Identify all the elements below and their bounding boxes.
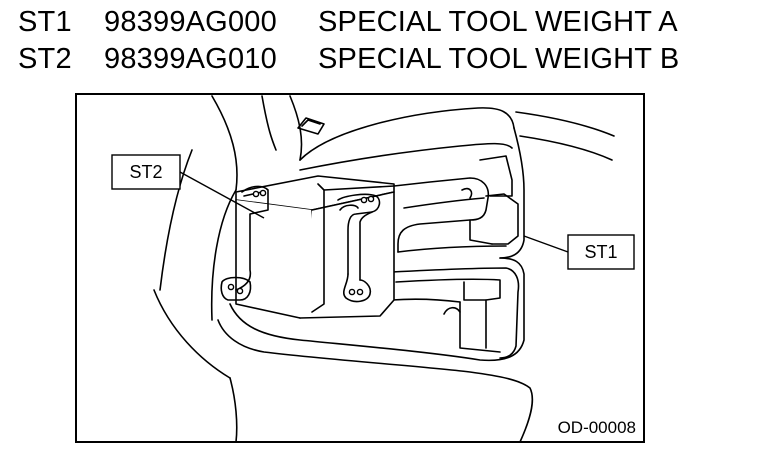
seat-back-contour [519,135,613,161]
weight-b-left-handle [235,185,269,291]
seat-edge-line [211,95,238,191]
legend-row-st2: ST2 98399AG010 SPECIAL TOOL WEIGHT B [18,41,679,78]
upper-compartment [403,197,485,209]
weight-b-foot [220,276,252,301]
seat-edge-line [229,377,238,443]
seat-tab [297,117,325,135]
lower-compartment [395,278,501,349]
legend-code: ST2 [18,43,72,75]
bolt-hole [348,288,356,296]
leader-line-st1 [523,235,569,253]
callout-label-st1: ST1 [584,242,617,262]
callout-box [567,234,635,270]
callout-box [111,154,181,190]
legend-description: SPECIAL TOOL WEIGHT B [318,43,680,75]
callout-label-st2: ST2 [129,162,162,182]
upper-compartment [393,177,490,253]
seat-edge-line [159,149,193,291]
weight-b-left-face [235,199,313,319]
bolt-holes [227,189,375,296]
console-outer-edge [217,319,534,443]
weight-b-handle [359,211,373,281]
console-tray-edge [299,142,513,171]
seat-and-console-drawing [153,95,615,443]
upper-compartment [469,219,493,245]
bolt-hole [227,283,235,291]
seat-tab [301,119,321,127]
seat-back-contour [299,107,515,161]
weight-b-handle [339,204,359,211]
lower-compartment [391,267,520,359]
seat-edge-line [153,289,231,379]
weight-b-handle [337,193,381,275]
leader-line-st2 [179,171,265,219]
weight-b-edge [311,183,325,313]
legend-part-number: 98399AG010 [104,43,277,75]
bolt-hole [367,195,375,203]
lower-compartment [459,301,501,353]
bolt-hole [356,288,364,296]
upper-compartment [397,245,507,253]
callout-st2: ST2 [111,154,181,190]
seat-edge-line [210,189,237,321]
figure-id-label: OD-00008 [558,418,636,437]
upper-compartment [485,193,519,245]
weight-b-handle [342,273,372,303]
lower-compartment [391,298,461,303]
legend-row-st1: ST1 98399AG000 SPECIAL TOOL WEIGHT A [18,4,679,41]
legend-code: ST1 [18,6,72,38]
seat-back-contour [515,111,615,137]
bolt-hole [236,287,244,295]
upper-compartment [461,187,473,199]
lower-compartment [463,281,487,301]
bolt-hole [252,190,260,198]
seat-edge-line [261,95,277,151]
upper-compartment [479,155,513,197]
console-tray-edge [229,257,525,362]
lower-compartment [443,306,461,315]
console-tray-edge [499,127,525,259]
tool-legend: ST1 98399AG000 SPECIAL TOOL WEIGHT A ST2… [18,4,679,78]
callout-st1: ST1 [567,234,635,270]
legend-description: SPECIAL TOOL WEIGHT A [318,6,678,38]
bolt-hole [360,196,368,204]
legend-part-number: 98399AG000 [104,6,277,38]
weight-b-edge [323,185,395,191]
bolt-hole [259,189,267,197]
